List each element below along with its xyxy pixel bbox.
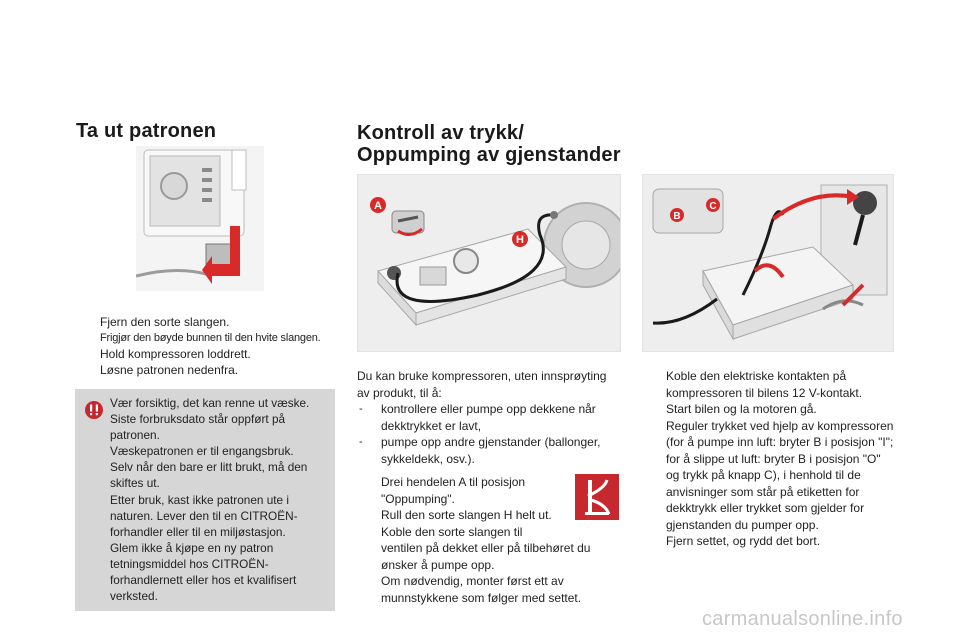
inflate-steps-list: Drei hendelen A til posisjon "Oppumping"… — [357, 474, 622, 606]
list-item: -kontrollere eller pumpe opp dekkene når… — [359, 402, 596, 433]
section-title-remove-cartridge: Ta ut patronen — [76, 120, 217, 142]
list-item: -pumpe opp andre gjenstander (ballonger,… — [359, 435, 601, 466]
remove-steps-list: Fjern den sorte slangen. Frigjør den bøy… — [76, 314, 336, 378]
list-item: Koble den sorte slangen til ventilen på … — [381, 524, 591, 605]
label-h: H — [516, 234, 524, 246]
warning-box: Vær forsiktig, det kan renne ut væske. S… — [75, 389, 335, 611]
label-b: B — [673, 211, 680, 222]
regulate-steps-list: Koble den elektriske kontakten på kompre… — [642, 368, 917, 550]
list-item: Frigjør den bøyde bunnen til den hvite s… — [100, 332, 321, 344]
list-item: Hold kompressoren loddrett. — [100, 347, 251, 361]
warning-text: Vær forsiktig, det kan renne ut væske. S… — [110, 396, 310, 604]
section-title-pressure: Kontroll av trykk/ Oppumping av gjenstan… — [357, 122, 621, 166]
watermark: carmanualsonline.info — [702, 608, 903, 630]
list-item: Reguler trykket ved hjelp av kompressore… — [666, 418, 894, 532]
list-item: Drei hendelen A til posisjon "Oppumping"… — [381, 475, 526, 506]
warning-icon — [85, 401, 103, 419]
intro-text: Du kan bruke kompressoren, uten innsprøy… — [357, 369, 607, 400]
compressor-illustration: A H — [357, 174, 621, 352]
compressor-kit-icon — [575, 474, 619, 520]
power-plug-illustration: B C — [642, 174, 894, 352]
list-item: Rull den sorte slangen H helt ut. — [381, 508, 552, 522]
cartridge-removal-illustration — [136, 146, 264, 291]
usage-list: -kontrollere eller pumpe opp dekkene når… — [357, 401, 627, 467]
label-a: A — [374, 200, 382, 212]
list-item: Løsne patronen nedenfra. — [100, 363, 239, 377]
list-item: Fjern settet, og rydd det bort. — [666, 534, 821, 548]
list-item: Start bilen og la motoren gå. — [666, 402, 817, 416]
list-item: Fjern den sorte slangen. — [100, 315, 230, 329]
label-c: C — [709, 201, 716, 212]
list-item: Koble den elektriske kontakten på kompre… — [666, 369, 863, 400]
